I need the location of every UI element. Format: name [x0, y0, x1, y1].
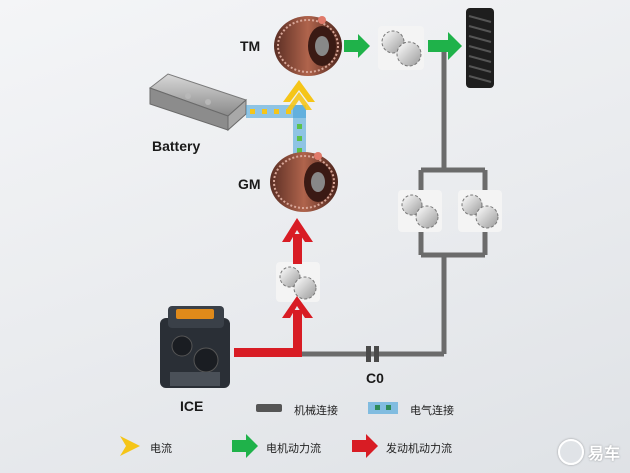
legend-mechanical-swatch: [256, 404, 282, 412]
motor-power-flow: [344, 32, 462, 60]
legend-motor-power-arrow: [232, 434, 258, 458]
ice-label: ICE: [180, 398, 204, 414]
gear-icon-right: [458, 190, 502, 232]
gm-label: GM: [238, 176, 261, 192]
watermark: 易车: [557, 439, 620, 465]
gear-icon-top: [378, 26, 424, 70]
tm-motor-icon: [274, 16, 342, 76]
legend-electrical-swatch: [368, 402, 398, 414]
gear-icon-middle: [276, 262, 320, 302]
gear-icon-left: [398, 190, 442, 232]
legend-mechanical-label: 机械连接: [294, 404, 338, 417]
legend-motor-power-label: 电机动力流: [266, 442, 321, 455]
tm-label: TM: [240, 38, 261, 54]
wheel-icon: [466, 8, 494, 88]
mechanical-links: [234, 50, 488, 357]
legend-current-label: 电流: [150, 442, 172, 455]
legend-electrical-label: 电气连接: [410, 404, 454, 417]
gm-generator-icon: [270, 152, 338, 212]
clutch-c0-icon: [366, 346, 379, 362]
c0-label: C0: [366, 370, 384, 386]
battery-icon: [148, 73, 247, 132]
ice-engine-icon: [160, 306, 230, 388]
watermark-text: 易车: [587, 444, 620, 463]
legend-engine-power-label: 发动机动力流: [386, 442, 452, 455]
engine-power-flow: [234, 218, 313, 357]
battery-label: Battery: [152, 138, 201, 154]
legend-current-arrow: [120, 436, 140, 456]
watermark-logo-icon: [557, 439, 584, 465]
current-arrow: [283, 80, 315, 110]
legend-engine-power-arrow: [352, 434, 378, 458]
